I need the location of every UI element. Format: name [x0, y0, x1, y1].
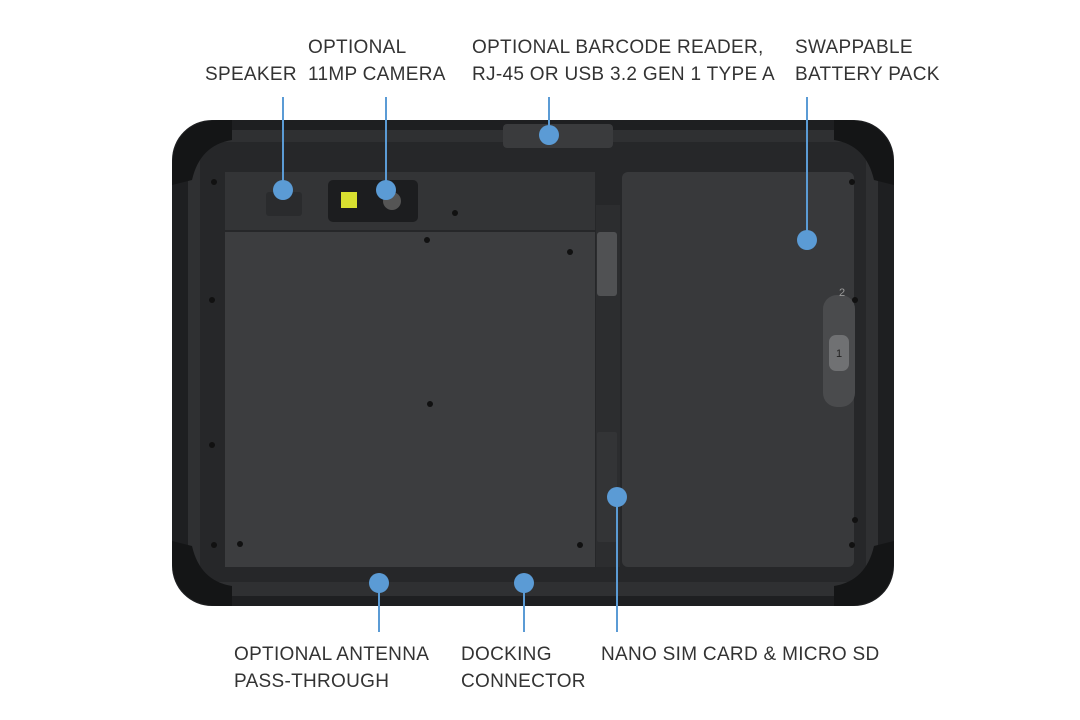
screws — [209, 179, 858, 548]
label-line: OPTIONAL — [308, 37, 407, 58]
label-barcode: OPTIONAL BARCODE READER, RJ-45 OR USB 3.2… — [472, 34, 775, 88]
battery-slot-1: 1 — [836, 348, 842, 360]
tablet-body — [172, 120, 894, 606]
marker-camera — [376, 180, 396, 200]
label-line: OPTIONAL BARCODE READER, — [472, 37, 764, 58]
leader-lines — [282, 97, 808, 632]
label-speaker: SPEAKER — [205, 61, 297, 88]
marker-battery — [797, 230, 817, 250]
battery-slot-2: 2 — [839, 287, 845, 299]
label-line: BATTERY PACK — [795, 64, 940, 85]
marker-speaker — [273, 180, 293, 200]
label-line: OPTIONAL ANTENNA — [234, 644, 430, 665]
label-docking: DOCKING CONNECTOR — [461, 641, 586, 695]
label-line: 11MP CAMERA — [308, 64, 446, 85]
label-line: DOCKING — [461, 644, 552, 665]
markers — [273, 125, 817, 593]
label-line: NANO SIM CARD & MICRO SD — [601, 644, 880, 665]
label-line: SWAPPABLE — [795, 37, 913, 58]
label-line: PASS-THROUGH — [234, 671, 390, 692]
label-camera: OPTIONAL 11MP CAMERA — [308, 34, 446, 88]
label-sim: NANO SIM CARD & MICRO SD — [601, 641, 880, 668]
marker-barcode — [539, 125, 559, 145]
label-line: SPEAKER — [205, 64, 297, 85]
marker-docking — [514, 573, 534, 593]
label-battery: SWAPPABLE BATTERY PACK — [795, 34, 940, 88]
marker-antenna — [369, 573, 389, 593]
label-line: CONNECTOR — [461, 671, 586, 692]
marker-sim — [607, 487, 627, 507]
label-antenna: OPTIONAL ANTENNA PASS-THROUGH — [234, 641, 429, 695]
label-line: RJ-45 OR USB 3.2 GEN 1 TYPE A — [472, 64, 775, 85]
